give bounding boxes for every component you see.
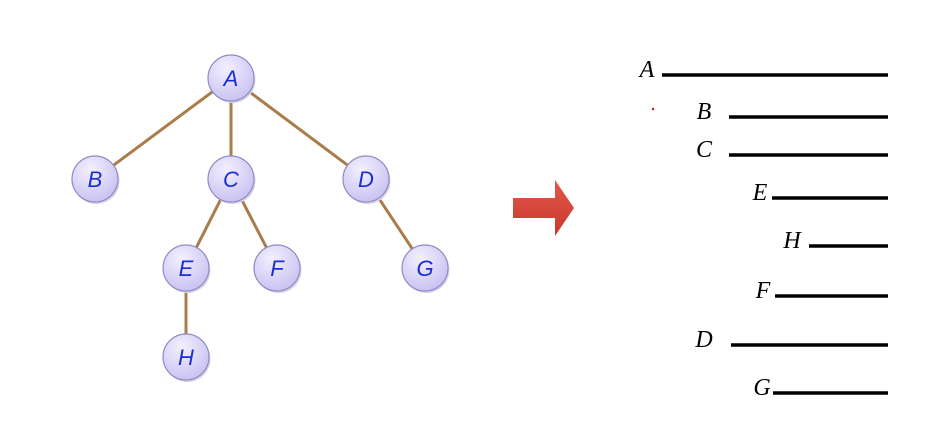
- node-label: F: [270, 256, 285, 281]
- node-circle: [401, 244, 449, 292]
- list-item-label: B: [697, 99, 712, 125]
- list-item-g: G: [753, 375, 888, 401]
- tree-edge-d-g: [377, 196, 414, 251]
- node-label: E: [179, 256, 194, 281]
- list-item-h: H: [782, 228, 888, 254]
- node-label: G: [416, 256, 433, 281]
- node-circle: [253, 244, 301, 292]
- list-item-label: F: [755, 278, 771, 304]
- node-circle: [162, 244, 210, 292]
- list-item-b: B: [697, 99, 888, 125]
- tree-nodes: A B C D E F G H: [71, 54, 450, 382]
- tree-edge-a-d: [247, 90, 350, 167]
- tree-node-e: E: [162, 244, 211, 293]
- tree-node-b: B: [71, 155, 120, 204]
- node-label: C: [223, 167, 239, 192]
- node-circle: [207, 155, 255, 203]
- list-item-d: D: [694, 327, 888, 353]
- tree-node-h: H: [162, 333, 211, 382]
- list-item-a: A: [638, 57, 888, 83]
- tree-edge-a-b: [111, 90, 215, 167]
- tree-node-g: G: [401, 244, 450, 293]
- list-item-label: G: [753, 375, 770, 401]
- tree-node-c: C: [207, 155, 256, 204]
- list-item-label: D: [694, 327, 712, 353]
- tree-edge-c-e: [194, 198, 223, 249]
- list-item-label: E: [752, 180, 768, 206]
- list-item-label: A: [638, 57, 655, 83]
- list-item-label: C: [696, 137, 713, 163]
- node-label: B: [88, 167, 103, 192]
- right-arrow-icon: [513, 180, 574, 236]
- node-label: D: [358, 167, 374, 192]
- node-circle: [207, 54, 255, 102]
- node-circle: [342, 155, 390, 203]
- tree-node-f: F: [253, 244, 302, 293]
- stray-dot: [651, 107, 655, 111]
- tree-node-a: A: [207, 54, 256, 103]
- tree-node-d: D: [342, 155, 391, 204]
- node-label: H: [178, 345, 194, 370]
- tree-edges: [111, 90, 414, 336]
- list-item-c: C: [696, 137, 888, 163]
- list-item-label: H: [782, 228, 802, 254]
- node-circle: [162, 333, 210, 381]
- node-circle: [71, 155, 119, 203]
- list-item-f: F: [755, 278, 888, 304]
- tree-edge-c-f: [240, 197, 268, 250]
- list-item-e: E: [752, 180, 888, 206]
- node-label: A: [222, 66, 239, 91]
- indented-list: A BC EHF D G: [638, 57, 888, 401]
